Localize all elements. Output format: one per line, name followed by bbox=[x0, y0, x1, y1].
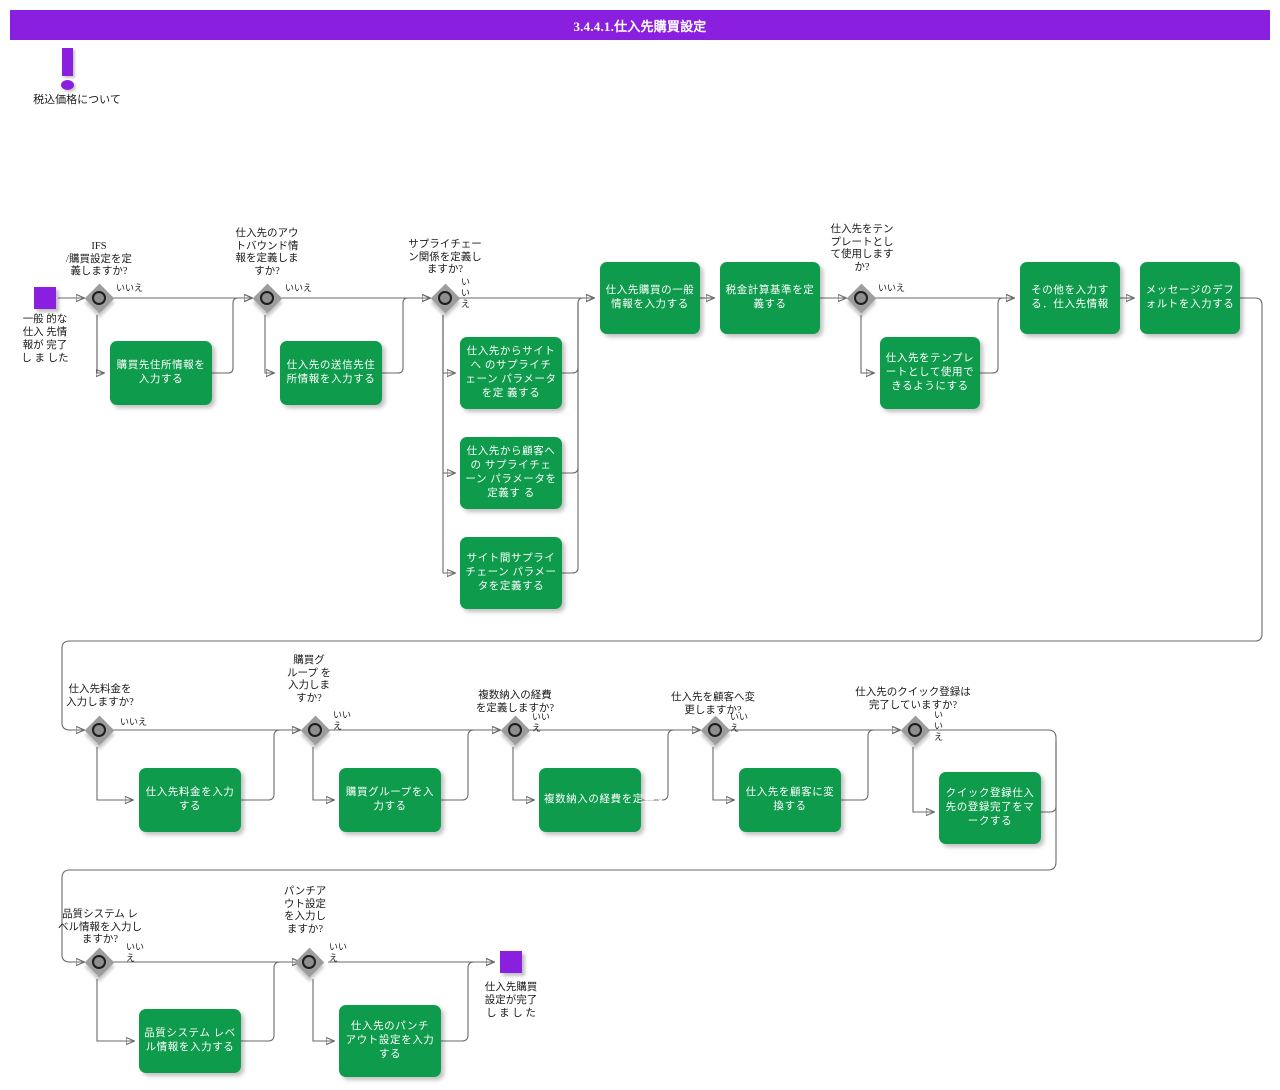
decision-supply-chain-relation[interactable] bbox=[430, 283, 460, 313]
process-label: 購買先住所情報を入力する bbox=[116, 360, 206, 385]
decision-use-as-template[interactable] bbox=[846, 283, 876, 313]
page-title: 3.4.4.1.仕入先購買設定 bbox=[573, 18, 707, 34]
process-label: 購買グループを入力する bbox=[345, 787, 435, 812]
decision-ring-icon bbox=[908, 723, 922, 737]
decision-outbound-info-label: 仕入先のアウトバウンド情報を定義しますか? bbox=[235, 228, 299, 277]
start-label-line-1: 一般 的な bbox=[22, 314, 68, 325]
process-enter-other-supplier-info[interactable]: その他を入力する．仕入先情報 bbox=[1020, 262, 1120, 334]
process-enter-purchase-address[interactable]: 購買先住所情報を入力する bbox=[110, 341, 212, 405]
edge-label-no-3: いいえ bbox=[461, 277, 471, 309]
process-label: 複数納入の経費を定義する bbox=[544, 794, 678, 805]
edge-label-no-9: いいえ bbox=[934, 710, 944, 742]
process-label: クイック登録仕入先の登録完了をマークする bbox=[945, 788, 1035, 827]
edge-label-no-8: いいえ bbox=[730, 712, 749, 733]
decision-ring-icon bbox=[438, 291, 452, 305]
edge-label-no-10: いいえ bbox=[126, 942, 145, 963]
decision-purchase-group-label: 購買グループ を入力しますか? bbox=[287, 655, 331, 704]
process-label: 品質システム レベル情報を入力する bbox=[144, 1028, 236, 1053]
process-convert-supplier-to-customer[interactable]: 仕入先を顧客に変換する bbox=[739, 768, 841, 832]
decision-convert-supplier-to-customer-label: 仕入先を顧客へ変更しますか? bbox=[671, 692, 755, 716]
decision-purchase-group[interactable] bbox=[300, 715, 330, 745]
edge-label-no-11: いいえ bbox=[329, 942, 348, 963]
process-label: 仕入先購買の一般情報を入力する bbox=[605, 285, 695, 310]
decision-ring-icon bbox=[92, 723, 106, 737]
process-enter-message-defaults[interactable]: メッセージのデフォルトを入力する bbox=[1140, 262, 1240, 334]
process-define-tax-calc-basis[interactable]: 税金計算基準を定義する bbox=[720, 262, 820, 334]
process-enter-quality-system-level-info[interactable]: 品質システム レベル情報を入力する bbox=[139, 1009, 241, 1073]
start-terminator-label: 一般 的な 仕入 先情 報が 完了 し ま した bbox=[6, 313, 84, 365]
decision-punchout-settings-label: パンチアウト設定を入力しますか? bbox=[283, 886, 327, 935]
edge-label-no-6: いいえ bbox=[333, 710, 352, 731]
process-supplier-to-site-params[interactable]: 仕入先からサイトへ のサプライチェーン パラメータを定 義する bbox=[460, 337, 562, 409]
process-define-multiple-delivery-costs[interactable]: 複数納入の経費を定義する bbox=[539, 768, 678, 832]
decision-supplier-charges[interactable] bbox=[84, 715, 114, 745]
note-block: 税込価格について bbox=[12, 46, 142, 107]
process-label: 仕入先からサイトへ のサプライチェーン パラメータを定 義する bbox=[465, 346, 557, 399]
exclamation-icon bbox=[12, 46, 142, 94]
process-enable-supplier-as-template[interactable]: 仕入先をテンプレートとして使用できるようにする bbox=[880, 337, 980, 409]
decision-ring-icon bbox=[260, 291, 274, 305]
decision-quick-registration-complete-label: 仕入先のクイック登録は完了していますか? bbox=[855, 687, 971, 711]
exclamation-dot bbox=[61, 80, 74, 90]
end-label-line-3: し ま し た bbox=[486, 1008, 536, 1019]
process-label: 仕入先を顧客に変換する bbox=[745, 787, 835, 812]
process-label: メッセージのデフォルトを入力する bbox=[1145, 285, 1235, 310]
process-enter-supplier-punchout-settings[interactable]: 仕入先のパンチ アウト設定を入力する bbox=[339, 1005, 441, 1077]
decision-multiple-delivery-costs[interactable] bbox=[500, 715, 530, 745]
process-label: 税金計算基準を定義する bbox=[725, 285, 815, 310]
decision-quality-system-level-label: 品質システム レベル情報を入力しますか? bbox=[58, 909, 142, 945]
process-label: その他を入力する．仕入先情報 bbox=[1031, 285, 1109, 310]
decision-use-as-template-label: 仕入先をテンプレートとして使用しますか? bbox=[830, 224, 894, 273]
decision-supplier-charges-label: 仕入先料金を入力しますか? bbox=[66, 684, 134, 708]
process-label: 仕入先から顧客への サプライチェーン パラメータを定義す る bbox=[465, 446, 557, 499]
process-label: 仕入先をテンプレートとして使用できるようにする bbox=[885, 353, 975, 392]
process-label: サイト間サプライチェーン パラメータを定義する bbox=[465, 553, 557, 592]
process-intersite-supply-chain-params[interactable]: サイト間サプライチェーン パラメータを定義する bbox=[460, 537, 562, 609]
edge-label-no-1: いいえ bbox=[116, 283, 144, 293]
end-terminator bbox=[500, 951, 522, 973]
process-enter-supplier-purchase-general-info[interactable]: 仕入先購買の一般情報を入力する bbox=[600, 262, 700, 334]
edge-label-no-2: いいえ bbox=[285, 283, 313, 293]
decision-ring-icon bbox=[92, 291, 106, 305]
note-label: 税込価格について bbox=[33, 94, 121, 106]
end-terminator-label: 仕入先購買 設定が完了 し ま し た bbox=[472, 981, 550, 1020]
decision-outbound-info[interactable] bbox=[252, 283, 282, 313]
decision-ring-icon bbox=[308, 723, 322, 737]
decision-ifs-purchase-setup[interactable] bbox=[84, 283, 114, 313]
process-label: 仕入先の送信先住所情報を入力する bbox=[286, 360, 376, 385]
decision-ring-icon bbox=[508, 723, 522, 737]
start-label-line-2: 仕入 先情 bbox=[22, 327, 68, 338]
process-enter-supplier-charges[interactable]: 仕入先料金を入力する bbox=[139, 768, 241, 832]
edge-label-no-4: いいえ bbox=[878, 283, 906, 293]
decision-punchout-settings[interactable] bbox=[294, 947, 324, 977]
process-label: 仕入先料金を入力する bbox=[145, 787, 235, 812]
decision-ring-icon bbox=[92, 955, 106, 969]
edge-label-no-5: いいえ bbox=[120, 717, 148, 727]
page-title-bar: 3.4.4.1.仕入先購買設定 bbox=[10, 10, 1270, 40]
process-enter-purchase-group[interactable]: 購買グループを入力する bbox=[339, 768, 441, 832]
decision-ifs-purchase-setup-label: IFS/購買設定を定義しますか? bbox=[66, 241, 132, 277]
decision-multiple-delivery-costs-label: 複数納入の経費を定義しますか? bbox=[475, 690, 555, 714]
decision-ring-icon bbox=[708, 723, 722, 737]
start-label-line-4: し ま した bbox=[21, 353, 69, 364]
start-terminator bbox=[34, 287, 56, 309]
decision-ring-icon bbox=[854, 291, 868, 305]
decision-quick-registration-complete[interactable] bbox=[900, 715, 930, 745]
decision-supply-chain-relation-label: サプライチェーン関係を定義しますか? bbox=[408, 239, 482, 275]
edge-label-no-7: いいえ bbox=[532, 712, 551, 733]
process-enter-supplier-ship-to-address[interactable]: 仕入先の送信先住所情報を入力する bbox=[280, 341, 382, 405]
process-supplier-to-customer-params[interactable]: 仕入先から顧客への サプライチェーン パラメータを定義す る bbox=[460, 437, 562, 509]
exclamation-bar bbox=[62, 48, 73, 76]
start-label-line-3: 報が 完了 bbox=[22, 340, 68, 351]
process-label: 仕入先のパンチ アウト設定を入力する bbox=[345, 1021, 435, 1060]
decision-ring-icon bbox=[302, 955, 316, 969]
end-label-line-2: 設定が完了 bbox=[484, 995, 538, 1006]
process-mark-quick-registration-complete[interactable]: クイック登録仕入先の登録完了をマークする bbox=[939, 772, 1041, 844]
end-label-line-1: 仕入先購買 bbox=[484, 982, 538, 993]
decision-convert-supplier-to-customer[interactable] bbox=[700, 715, 730, 745]
decision-quality-system-level[interactable] bbox=[84, 947, 114, 977]
